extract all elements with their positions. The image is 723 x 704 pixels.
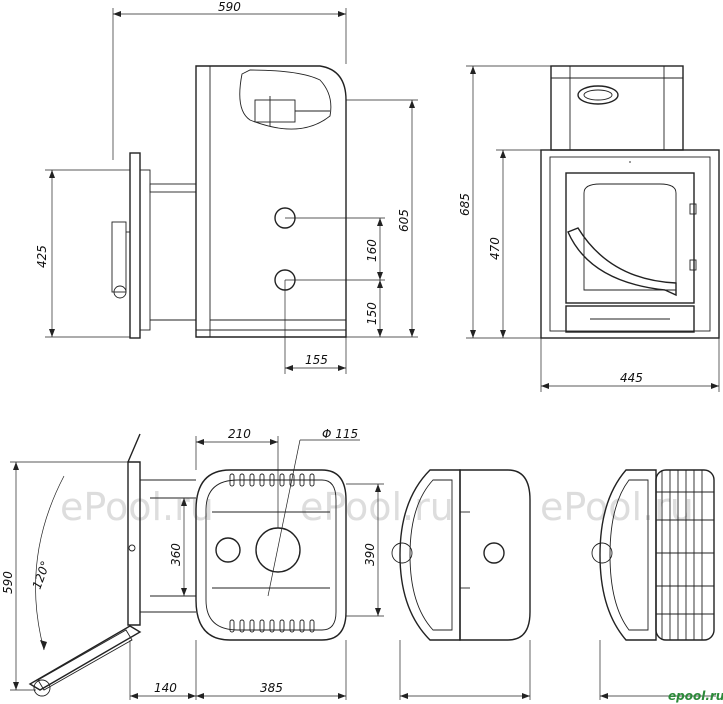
dim-hole-offset: 155: [305, 353, 328, 367]
variant-tank-view: [391, 469, 531, 700]
watermark: ePool.ru: [300, 485, 454, 529]
footer-brand: epool.ru: [668, 689, 723, 703]
dim-front-total-height: 685: [458, 193, 472, 216]
side-view: 590 425 605: [35, 0, 418, 374]
front-view: 685 470 445: [458, 65, 720, 392]
dim-hole-bottom: 150: [365, 302, 379, 325]
logo-badge: [577, 85, 619, 105]
dim-between-holes: 160: [365, 239, 379, 262]
dim-plan-hole-offset: 210: [228, 427, 251, 441]
dim-plan-depth: 590: [1, 571, 15, 594]
dim-side-body-height: 605: [397, 209, 411, 232]
dim-plan-diameter: Φ 115: [322, 427, 358, 441]
dim-plan-door: 140: [154, 681, 177, 695]
plan-view: 120° 210 Φ 115: [1, 427, 384, 700]
dim-side-width: 590: [218, 0, 241, 14]
dim-door-angle: 120°: [30, 559, 53, 591]
dim-plan-body: 385: [260, 681, 283, 695]
dim-front-door-height: 470: [488, 237, 502, 260]
variant-mesh-view: [591, 469, 716, 700]
dim-side-door-height: 425: [35, 245, 49, 268]
watermark: ePool.ru: [60, 485, 214, 529]
dim-front-width: 445: [620, 371, 643, 385]
dim-plan-outer-depth: 390: [363, 543, 377, 566]
dim-plan-inner-depth: 360: [169, 543, 183, 566]
